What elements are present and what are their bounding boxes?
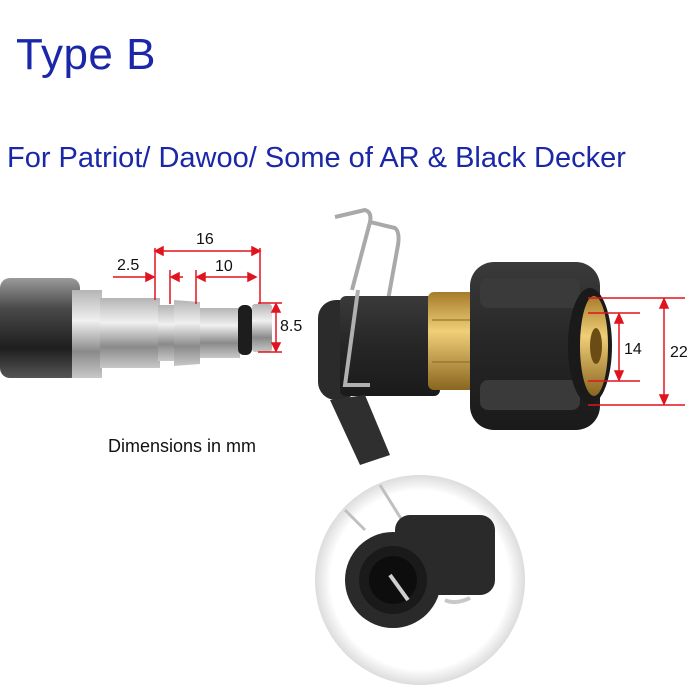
- dimensions-caption: Dimensions in mm: [108, 436, 257, 456]
- dim-outer-diameter: 22: [670, 344, 688, 361]
- plug-dimension-lines: [113, 245, 282, 353]
- dim-tip-length: 10: [215, 258, 233, 275]
- dim-tip-diameter: 8.5: [280, 318, 303, 335]
- dim-inner-diameter: 14: [624, 341, 642, 358]
- page-title: Type B: [16, 30, 156, 79]
- inset-detail-photo: [315, 475, 525, 685]
- coupler-dimension-lines: [588, 297, 685, 406]
- page-subtitle: For Patriot/ Dawoo/ Some of AR & Black D…: [7, 142, 626, 174]
- dim-total-length: 16: [196, 231, 214, 248]
- dim-groove-width: 2.5: [117, 257, 140, 274]
- hose-plug: [0, 278, 272, 378]
- coupler-adapter: [318, 207, 612, 465]
